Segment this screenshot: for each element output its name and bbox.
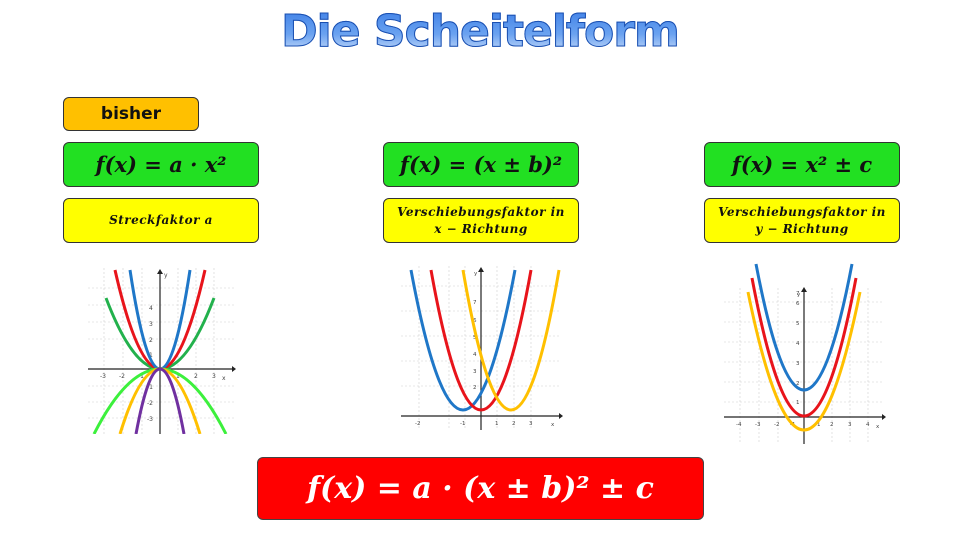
formula-stretch-text: f(x) = a · x² xyxy=(95,152,227,177)
graph-shift-y-x-tick: 2 xyxy=(830,422,834,428)
graph-shift-y-y-tick: 5 xyxy=(796,321,800,327)
desc-shift-x: Verschiebungsfaktor in x − Richtung xyxy=(383,198,579,243)
graph-shift-x-x-label: x xyxy=(551,422,555,428)
graph-shift-y-curve-red xyxy=(750,277,858,418)
graph-stretch-y-tick: 1 xyxy=(149,352,153,359)
graph-stretch-y-arrow xyxy=(157,269,163,274)
graph-stretch-y-tick: 2 xyxy=(149,337,153,344)
graph-shift-y-y-tick: 6 xyxy=(796,301,800,307)
graph-stretch-x-tick: 1 xyxy=(176,373,180,380)
graph-stretch-x-tick: 2 xyxy=(194,373,198,380)
desc-shift-y-line2: y − Richtung xyxy=(755,221,849,236)
graph-shift-y-y-tick: 7 xyxy=(796,291,800,297)
desc-stretch-text: Streckfaktor a xyxy=(109,213,213,227)
graph-shift-x-x-tick: -2 xyxy=(415,421,420,427)
formula-general-text: f(x) = a · (x ± b)² ± c xyxy=(307,471,654,506)
desc-shift-y: Verschiebungsfaktor in y − Richtung xyxy=(704,198,900,243)
graph-stretch-y-tick: -3 xyxy=(147,416,153,423)
formula-shift-y: f(x) = x² ± c xyxy=(704,142,900,187)
graph-shift-y-x-arrow xyxy=(882,414,886,420)
graph-shift-y-y-tick: 3 xyxy=(796,361,800,367)
graph-shift-y-y-arrow xyxy=(801,287,807,292)
graph-stretch-x-tick: -2 xyxy=(119,373,125,380)
graph-shift-x-y-tick: 3 xyxy=(473,369,477,375)
graph-shift-y-curve-blue xyxy=(754,263,854,392)
graph-shift-x-y-tick: 4 xyxy=(473,352,477,358)
desc-shift-y-line1: Verschiebungsfaktor in xyxy=(718,204,886,219)
graph-shift-y-y-tick: 1 xyxy=(796,400,800,406)
graph-shift-x-x-tick: 2 xyxy=(512,421,516,427)
bisher-label: bisher xyxy=(63,97,199,131)
graph-shift-y-x-tick: 1 xyxy=(817,422,821,428)
graph-shift-x-curve-red xyxy=(429,269,533,412)
graph-shift-y-x-tick: -4 xyxy=(736,422,742,428)
graph-stretch-y-label: y xyxy=(164,272,168,279)
graph-shift-x: y x -2 -1 1 2 3 2 3 4 5 6 7 xyxy=(401,266,563,430)
graph-stretch-x-label: x xyxy=(222,375,226,382)
bisher-text: bisher xyxy=(100,104,162,124)
graph-shift-y-x-label: x xyxy=(876,424,880,430)
formula-stretch: f(x) = a · x² xyxy=(63,142,259,187)
graph-stretch-y-tick: 3 xyxy=(149,321,153,328)
graph-shift-x-y-tick: 6 xyxy=(473,318,477,324)
graph-shift-y: y x -4 -3 -2 -1 1 2 3 4 1 2 3 4 5 6 7 xyxy=(724,263,886,444)
formula-general: f(x) = a · (x ± b)² ± c xyxy=(257,457,704,520)
graph-shift-y-x-tick: -2 xyxy=(774,422,779,428)
desc-stretch: Streckfaktor a xyxy=(63,198,259,243)
graph-shift-x-y-tick: 7 xyxy=(473,300,477,306)
graph-shift-x-y-tick: 2 xyxy=(473,385,477,391)
graph-shift-x-y-tick: 5 xyxy=(473,335,477,341)
graph-stretch-curve-purple xyxy=(134,367,186,434)
graph-stretch-x-tick: 3 xyxy=(212,373,216,380)
graph-shift-y-x-tick: -3 xyxy=(755,422,761,428)
graph-shift-x-x-tick: -1 xyxy=(460,421,465,427)
graph-shift-x-y-label: y xyxy=(474,271,478,277)
graph-shift-y-curve-orange xyxy=(746,291,862,432)
graph-stretch-y-tick: 4 xyxy=(149,305,153,312)
graph-shift-y-y-tick: 2 xyxy=(796,381,800,387)
graph-shift-x-y-arrow xyxy=(478,267,484,272)
desc-shift-x-line2: x − Richtung xyxy=(434,221,528,236)
graph-shift-x-x-tick: 1 xyxy=(495,421,499,427)
graph-stretch-x-tick: -3 xyxy=(100,373,106,380)
graph-shift-y-y-tick: 4 xyxy=(796,341,800,347)
formula-shift-x-text: f(x) = (x ± b)² xyxy=(399,152,563,177)
graph-shift-x-x-arrow xyxy=(559,413,563,419)
graph-stretch: y x -3 -2 -1 1 2 3 4 3 2 1 -1 -2 -3 xyxy=(88,268,236,434)
desc-shift-x-line1: Verschiebungsfaktor in xyxy=(397,204,565,219)
graph-stretch-x-arrow xyxy=(232,366,236,372)
graph-shift-y-x-tick: 4 xyxy=(866,422,870,428)
formula-shift-x: f(x) = (x ± b)² xyxy=(383,142,579,187)
graph-shift-y-x-tick: 3 xyxy=(848,422,852,428)
page-title: Die Scheitelform xyxy=(0,6,960,58)
graph-stretch-x-tick: -1 xyxy=(138,373,144,380)
graph-stretch-y-tick: -2 xyxy=(147,400,153,407)
graph-stretch-y-tick: -1 xyxy=(147,384,153,391)
formula-shift-y-text: f(x) = x² ± c xyxy=(731,152,873,177)
graph-shift-x-x-tick: 3 xyxy=(529,421,533,427)
graph-shift-x-curve-blue xyxy=(409,269,517,412)
graph-shift-y-y-label: y xyxy=(797,292,801,298)
graph-shift-x-curve-orange xyxy=(461,269,561,412)
